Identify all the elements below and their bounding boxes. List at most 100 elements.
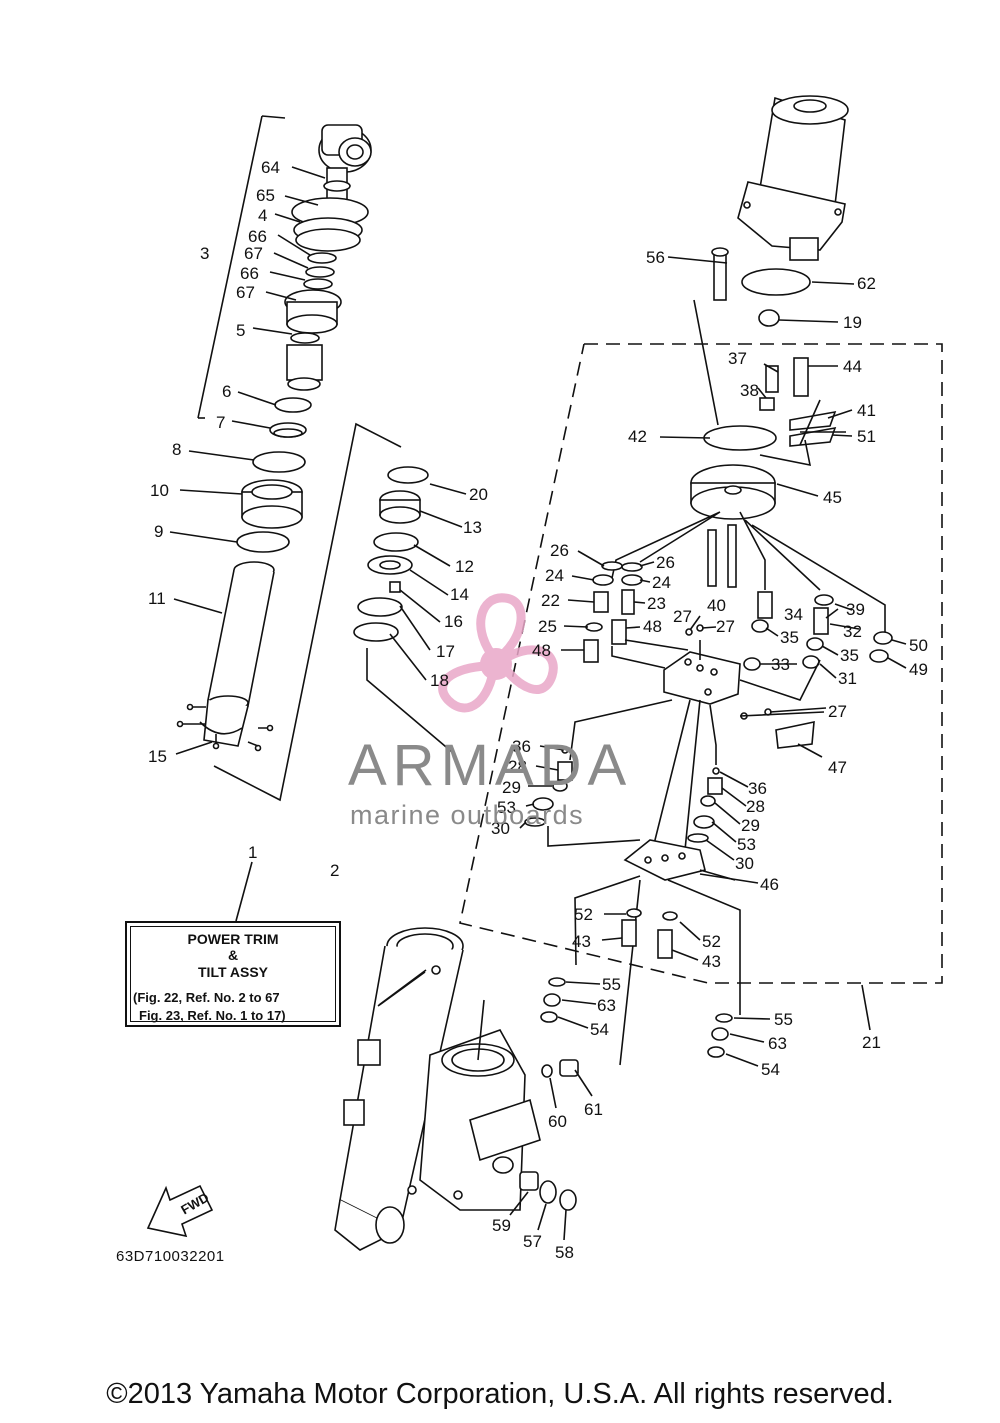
pump-mid-parts — [583, 561, 893, 749]
callout-39: 39 — [846, 600, 865, 619]
pump-upper-parts — [611, 247, 886, 632]
callout-20: 20 — [469, 485, 488, 504]
trim-motor — [737, 95, 849, 261]
note-line-3: TILT ASSY — [198, 964, 268, 980]
callout-11: 11 — [148, 589, 166, 608]
plugs-and-seals — [519, 1059, 579, 1211]
note-ref-1: (Fig. 22, Ref. No. 2 to 67 — [133, 990, 280, 1005]
callout-47: 47 — [828, 758, 847, 777]
callout-66a: 66 — [248, 227, 267, 246]
callout-48a: 48 — [643, 617, 662, 636]
callout-40: 40 — [707, 596, 726, 615]
callout-52a: 52 — [574, 905, 593, 924]
callout-35b: 35 — [840, 646, 859, 665]
callout-59: 59 — [492, 1216, 511, 1235]
callout-26b: 26 — [656, 553, 675, 572]
note-line-2: & — [227, 947, 239, 963]
callout-44: 44 — [843, 357, 862, 376]
callout-30b: 30 — [735, 854, 754, 873]
fwd-arrow-icon — [146, 1184, 214, 1238]
callout-27a: 27 — [673, 607, 692, 626]
callout-67a: 67 — [244, 244, 263, 263]
valve-small-parts — [353, 466, 453, 753]
callout-57: 57 — [523, 1232, 542, 1251]
callout-60: 60 — [548, 1112, 567, 1131]
callout-9: 9 — [154, 522, 163, 541]
callout-63b: 63 — [768, 1034, 787, 1053]
callout-12: 12 — [455, 557, 474, 576]
callout-53a: 53 — [497, 798, 516, 817]
callout-leaders — [169, 166, 907, 1241]
callout-35a: 35 — [780, 628, 799, 647]
pump-housing — [334, 927, 541, 1251]
callout-26a: 26 — [550, 541, 569, 560]
callout-4: 4 — [258, 206, 267, 225]
callout-38: 38 — [740, 381, 759, 400]
callout-21: 21 — [862, 1033, 881, 1052]
callout-67b: 67 — [236, 283, 255, 302]
callout-32: 32 — [843, 622, 862, 641]
callout-27c: 27 — [828, 702, 847, 721]
callout-52b: 52 — [702, 932, 721, 951]
callout-17: 17 — [436, 642, 455, 661]
callout-34: 34 — [784, 605, 803, 624]
callout-3: 3 — [200, 244, 209, 263]
callout-53b: 53 — [737, 835, 756, 854]
callout-49: 49 — [909, 660, 928, 679]
callout-24b: 24 — [652, 573, 671, 592]
diagram-code: 63D710032201 — [116, 1248, 225, 1265]
callout-58: 58 — [555, 1243, 574, 1262]
callout-8: 8 — [172, 440, 181, 459]
note-ref-2: Fig. 23, Ref. No. 1 to 17) — [139, 1008, 286, 1023]
assembly-note-box: POWER TRIM & TILT ASSY (Fig. 22, Ref. No… — [125, 921, 341, 1027]
callout-5: 5 — [236, 321, 245, 340]
note-line-1: POWER TRIM — [187, 931, 279, 947]
callout-36a: 36 — [512, 737, 531, 756]
watermark-logo — [438, 593, 558, 713]
callout-23: 23 — [647, 594, 666, 613]
callout-2: 2 — [330, 861, 339, 880]
tilt-rod-assembly — [175, 115, 402, 802]
callout-41: 41 — [857, 401, 876, 420]
callout-19: 19 — [843, 313, 862, 332]
callout-24a: 24 — [545, 566, 564, 585]
callout-7: 7 — [216, 413, 225, 432]
callout-55a: 55 — [602, 975, 621, 994]
callout-1: 1 — [248, 843, 257, 862]
callout-45: 45 — [823, 488, 842, 507]
copyright-notice: ©2013 Yamaha Motor Corporation, U.S.A. A… — [106, 1378, 894, 1410]
callout-51: 51 — [857, 427, 876, 446]
callout-46: 46 — [760, 875, 779, 894]
callout-28a: 28 — [508, 757, 527, 776]
callout-48b: 48 — [532, 641, 551, 660]
note-box-inner-border — [130, 926, 336, 1022]
callout-65: 65 — [256, 186, 275, 205]
callout-50: 50 — [909, 636, 928, 655]
callout-62: 62 — [857, 274, 876, 293]
callout-55b: 55 — [774, 1010, 793, 1029]
callout-22: 22 — [541, 591, 560, 610]
callout-31: 31 — [838, 669, 857, 688]
callout-33: 33 — [771, 655, 790, 674]
callout-13: 13 — [463, 518, 482, 537]
callout-54b: 54 — [761, 1060, 780, 1079]
callout-43b: 43 — [702, 952, 721, 971]
callout-61: 61 — [584, 1100, 603, 1119]
callout-16: 16 — [444, 612, 463, 631]
callout-14: 14 — [450, 585, 469, 604]
callout-43a: 43 — [572, 932, 591, 951]
callout-66b: 66 — [240, 264, 259, 283]
callout-63a: 63 — [597, 996, 616, 1015]
pump-assembly-outline — [459, 343, 943, 984]
callout-15: 15 — [148, 747, 167, 766]
callout-64: 64 — [261, 158, 280, 177]
callout-56: 56 — [646, 248, 665, 267]
pump-lower-parts — [477, 699, 741, 1066]
callout-6: 6 — [222, 382, 231, 401]
callout-29a: 29 — [502, 778, 521, 797]
callout-54a: 54 — [590, 1020, 609, 1039]
callout-labels: 1 2 3 4 5 6 7 8 10 9 11 15 64 65 66 67 6… — [148, 158, 928, 1262]
watermark-name: ARMADA — [348, 733, 633, 798]
callout-37: 37 — [728, 349, 747, 368]
